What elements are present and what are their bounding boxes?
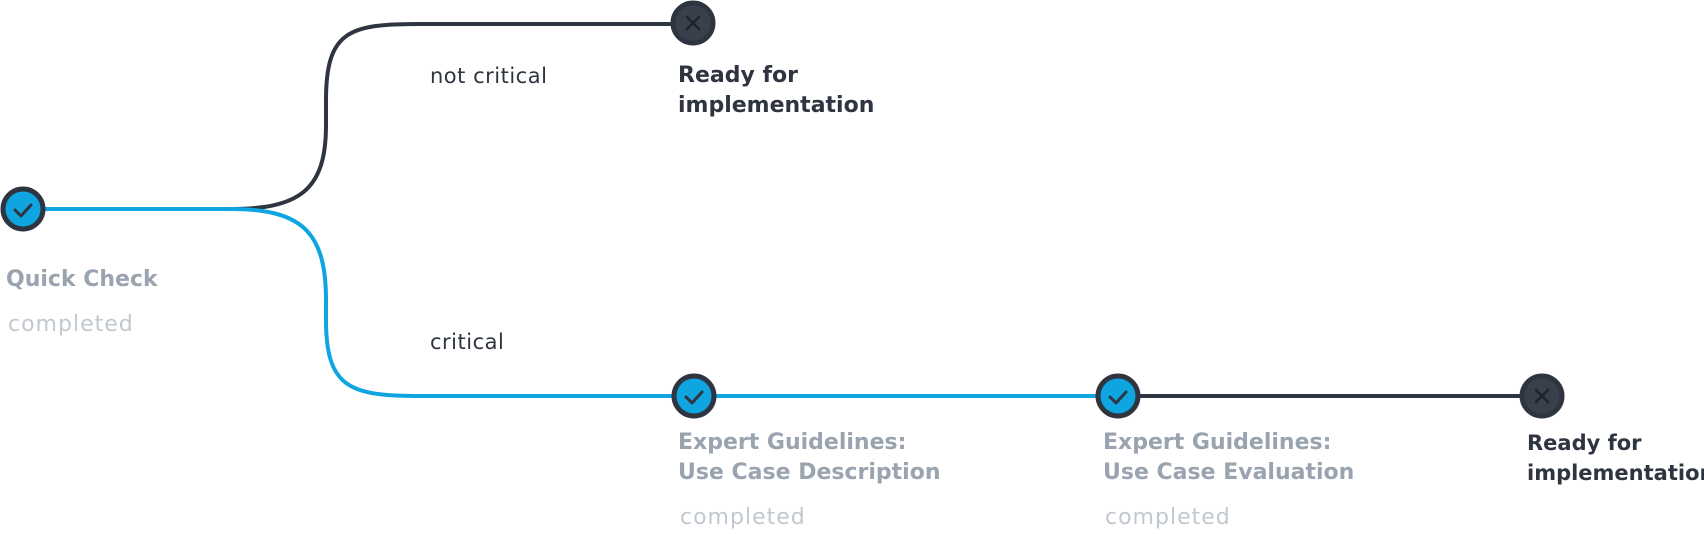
- node-title-use-case-description: Expert Guidelines: Use Case Description: [678, 430, 941, 485]
- node-use-case-evaluation[interactable]: [1095, 373, 1141, 419]
- node-title-use-case-evaluation: Expert Guidelines: Use Case Evaluation: [1103, 430, 1355, 485]
- node-status-use-case-evaluation: completed: [1105, 505, 1231, 530]
- close-icon: [1534, 388, 1550, 404]
- node-quick-check[interactable]: [0, 186, 46, 232]
- node-use-case-description[interactable]: [671, 373, 717, 419]
- node-title-ready-lower: Ready for implementation: [1527, 431, 1704, 485]
- check-icon: [684, 390, 704, 405]
- branch-label-critical: critical: [430, 330, 505, 354]
- branch-label-not-critical: not critical: [430, 64, 548, 88]
- check-icon: [1108, 390, 1128, 405]
- connector-not-critical: [229, 22, 693, 211]
- node-status-quick-check: completed: [8, 312, 134, 337]
- node-ready-lower[interactable]: [1519, 373, 1565, 419]
- node-ready-upper[interactable]: [670, 0, 716, 46]
- node-status-use-case-description: completed: [680, 505, 806, 530]
- check-icon: [13, 203, 33, 218]
- node-title-quick-check: Quick Check: [6, 267, 158, 292]
- node-title-ready-upper: Ready for implementation: [678, 63, 875, 118]
- close-icon: [685, 15, 701, 31]
- connector-critical: [229, 207, 694, 398]
